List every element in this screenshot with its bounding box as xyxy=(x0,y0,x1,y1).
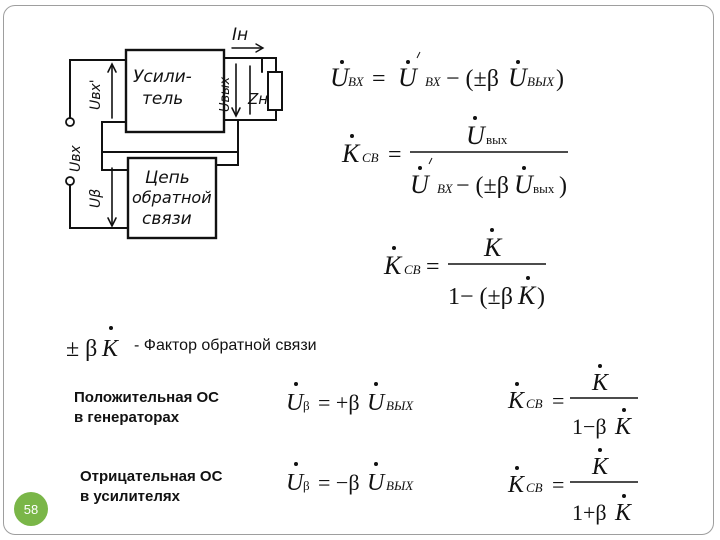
eq1-eq: = xyxy=(372,66,386,92)
neg-k-lhs-sub: СВ xyxy=(526,480,543,495)
eq3-lhs: K xyxy=(383,251,403,280)
u-out-label: Uвых xyxy=(218,77,233,112)
neg-u-lhs-sub: β xyxy=(303,478,310,493)
factor-k: K xyxy=(101,336,120,362)
neg-u-rhs: U xyxy=(367,470,386,496)
positive-k-formula: K СВ = K 1−β K xyxy=(507,364,638,440)
pos-u-rhs: U xyxy=(367,390,386,416)
eq2-den: U xyxy=(410,170,431,199)
feedback-block xyxy=(126,156,218,240)
eq1-lhs: U xyxy=(330,63,351,92)
pos-u-rhs-sub: ВЫХ xyxy=(386,398,414,413)
neg-k-den-k: K xyxy=(614,500,633,526)
neg-k-num: K xyxy=(591,454,610,480)
feedback-label-2: обратной xyxy=(132,188,212,207)
negative-feedback-label-2: в усилителях xyxy=(80,488,180,505)
neg-u-eq: = −β xyxy=(318,470,360,495)
amplifier-label-2: тель xyxy=(142,89,183,109)
pos-k-den: 1−β xyxy=(572,414,607,439)
eq3-den: 1− (±β xyxy=(448,284,513,310)
feedback-label-3: связи xyxy=(142,209,192,229)
eq1-out-sub: ВЫХ xyxy=(527,74,555,89)
page-number-badge: 58 xyxy=(14,492,48,526)
u-in-amp-label: Uвх' xyxy=(88,79,104,110)
eq2-num: U xyxy=(466,121,487,150)
eq1-op: − (±β xyxy=(446,66,499,92)
positive-u-formula: U β = +β U ВЫХ xyxy=(286,382,414,416)
eq2-lhs: K xyxy=(341,139,361,168)
eq3-den-close: ) xyxy=(537,284,545,310)
eq2-den-close: ) xyxy=(559,173,567,199)
eq1-u: U xyxy=(398,63,419,92)
amplifier-block xyxy=(124,48,226,134)
pos-k-lhs: K xyxy=(507,388,526,414)
factor-expression: ± β K xyxy=(66,326,120,362)
eq1-lhs-sub: ВХ xyxy=(348,74,365,89)
eq2-den-sub: ВХ xyxy=(437,181,454,196)
u-beta-label: Uβ xyxy=(88,189,104,208)
input-terminal-top xyxy=(65,117,75,127)
load-impedance xyxy=(267,71,283,111)
equation-2: K СВ = U вых U ВХ − (±β U вых ) xyxy=(341,116,568,199)
neg-k-eq: = xyxy=(552,472,564,497)
eq3-lhs-sub: СВ xyxy=(404,262,421,277)
pos-k-num: K xyxy=(591,370,610,396)
amplifier-label-1: Усили- xyxy=(133,67,192,87)
eq3-num: K xyxy=(483,233,503,262)
factor-caption: - Фактор обратной связи xyxy=(134,337,317,354)
eq2-lhs-sub: СВ xyxy=(362,150,379,165)
factor-pm-beta: ± β xyxy=(66,336,97,362)
pos-k-den-k: K xyxy=(614,414,633,440)
positive-feedback-label-2: в генераторах xyxy=(74,409,180,426)
eq1-out: U xyxy=(508,63,529,92)
slide-frame xyxy=(3,5,714,535)
pos-u-eq: = +β xyxy=(318,390,360,415)
eq3-den-k: K xyxy=(517,281,537,310)
input-terminal-bottom xyxy=(65,176,75,186)
neg-k-lhs: K xyxy=(507,472,526,498)
feedback-label-1: Цепь xyxy=(145,168,190,188)
eq1-u-sub: ВХ xyxy=(425,74,442,89)
eq2-eq: = xyxy=(388,142,402,168)
negative-feedback-label-1: Отрицательная ОС xyxy=(80,468,223,485)
pos-k-lhs-sub: СВ xyxy=(526,396,543,411)
circuit-diagram xyxy=(65,43,283,240)
load-impedance-label: Zн xyxy=(247,90,268,108)
eq2-num-sub: вых xyxy=(486,132,508,147)
negative-k-formula: K СВ = K 1+β K xyxy=(507,448,638,526)
eq2-den-op: − (±β xyxy=(456,173,509,199)
neg-k-den: 1+β xyxy=(572,500,607,525)
eq2-den-out-sub: вых xyxy=(533,181,555,196)
equation-3: K СВ = K 1− (±β K ) xyxy=(383,228,546,310)
equation-1: U ВХ = U ВХ − (±β U ВЫХ ) xyxy=(330,51,564,92)
u-source-label: Uвх xyxy=(68,145,84,172)
neg-u-lhs: U xyxy=(286,470,305,496)
neg-u-rhs-sub: ВЫХ xyxy=(386,478,414,493)
pos-u-lhs-sub: β xyxy=(303,398,310,413)
positive-feedback-label-1: Положительная ОС xyxy=(74,389,219,406)
pos-k-eq: = xyxy=(552,388,564,413)
eq3-eq: = xyxy=(426,254,440,280)
pos-u-lhs: U xyxy=(286,390,305,416)
load-current-label: Iн xyxy=(232,25,248,45)
eq2-den-out: U xyxy=(514,170,535,199)
negative-u-formula: U β = −β U ВЫХ xyxy=(286,462,414,496)
eq1-close: ) xyxy=(556,66,564,92)
